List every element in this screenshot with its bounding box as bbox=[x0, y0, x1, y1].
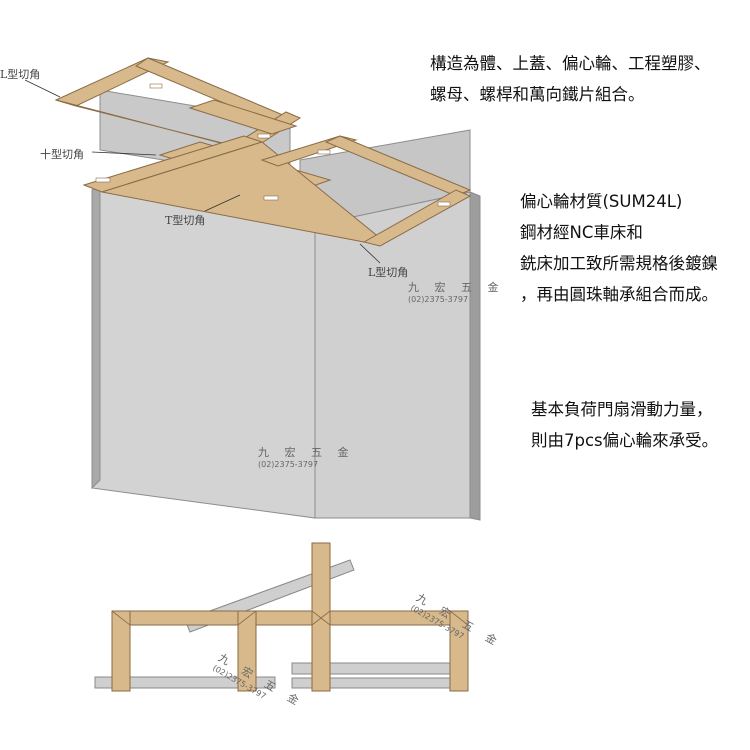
watermark-name: 九 宏 五 金 bbox=[408, 281, 505, 294]
watermark-left-panel: 九 宏 五 金 (02)2375-3797 bbox=[258, 447, 355, 471]
label-l-corner-right: L型切角 bbox=[368, 266, 409, 279]
label-cross-corner: 十型切角 bbox=[40, 148, 84, 161]
upper-track-frame bbox=[54, 57, 472, 247]
watermark-name: 九 宏 五 金 bbox=[258, 446, 355, 459]
description-line: 基本負荷門扇滑動力量， bbox=[531, 400, 713, 419]
description-para-2: 偏心輪材質(SUM24L) 鋼材經NC車床和 銑床加工致所需規格後鍍鎳 ，再由圓… bbox=[520, 186, 718, 310]
description-para-3: 基本負荷門扇滑動力量， 則由7pcs偏心輪來承受。 bbox=[531, 394, 718, 456]
description-line: 銑床加工致所需規格後鍍鎳 bbox=[520, 254, 718, 273]
description-para-1: 構造為體、上蓋、偏心輪、工程塑膠、 螺母、螺桿和萬向鐵片組合。 bbox=[430, 48, 711, 110]
watermark-phone: (02)2375-3797 bbox=[258, 460, 319, 469]
label-l-corner-top: L型切角 bbox=[0, 68, 41, 81]
track-slots bbox=[95, 83, 451, 207]
bottom-frame bbox=[111, 542, 469, 692]
description-line: 螺母、螺桿和萬向鐵片組合。 bbox=[430, 85, 645, 104]
description-line: 鋼材經NC車床和 bbox=[520, 223, 643, 242]
watermark-phone: (02)2375-3797 bbox=[408, 295, 469, 304]
description-line: 構造為體、上蓋、偏心輪、工程塑膠、 bbox=[430, 54, 711, 73]
description-line: 則由7pcs偏心輪來承受。 bbox=[531, 431, 719, 450]
door-panel-right bbox=[299, 129, 481, 521]
watermark-right-panel: 九 宏 五 金 (02)2375-3797 bbox=[408, 282, 505, 306]
label-leaders bbox=[24, 79, 381, 264]
frame-joints bbox=[111, 610, 469, 626]
description-line: 偏心輪材質(SUM24L) bbox=[520, 192, 683, 211]
label-t-corner: T型切角 bbox=[165, 214, 206, 227]
description-line: ，再由圓珠軸承組合而成。 bbox=[520, 285, 718, 304]
